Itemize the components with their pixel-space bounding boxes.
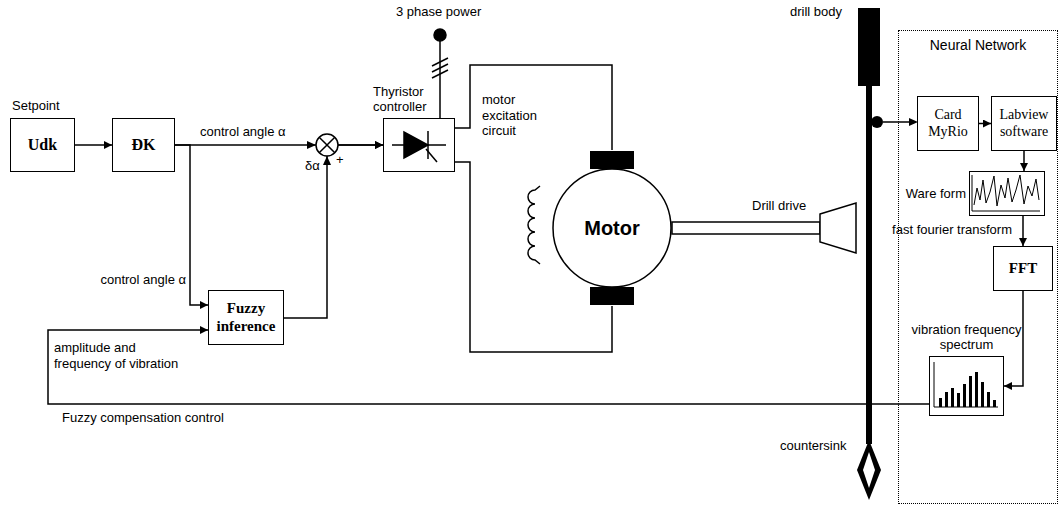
process-label: fast fourier transform xyxy=(866,222,1012,238)
signal-label: δα xyxy=(305,158,320,174)
motor-brush xyxy=(590,151,634,169)
node-text: vibration frequency spectrum xyxy=(902,323,1032,353)
part-label: countersink xyxy=(780,438,846,454)
signal-connector xyxy=(48,330,929,404)
signal-connector xyxy=(455,65,612,150)
power-input xyxy=(432,29,448,118)
junction-arrowhead xyxy=(307,141,316,149)
signal-label: control angle α xyxy=(86,272,186,288)
countersink-inner xyxy=(863,452,875,488)
spectrum-bars xyxy=(939,372,996,407)
thyristor-gate xyxy=(426,149,437,162)
spectrum-plot xyxy=(934,362,998,407)
thyristor-box: Thyristor controller xyxy=(383,118,455,172)
motor-armature xyxy=(553,169,671,287)
node-text: Labview software xyxy=(996,107,1052,139)
junction-cross xyxy=(319,137,335,153)
controller-box: ĐK xyxy=(112,118,175,172)
signal-label: amplitude and frequency of vibration xyxy=(54,340,194,371)
node-text: Fuzzy inference xyxy=(213,300,279,335)
node-text: Udk xyxy=(28,136,57,154)
power-line xyxy=(439,41,441,118)
signal-label: control angle α xyxy=(200,124,286,140)
node-text: FFT xyxy=(1009,260,1037,277)
part-label: drill body xyxy=(790,4,842,20)
bevel-gear xyxy=(820,203,856,253)
signal-connector xyxy=(284,145,383,318)
node-text: Thyristor controller xyxy=(373,85,439,115)
signal-connector xyxy=(979,123,991,125)
software-box: Labview software xyxy=(991,96,1057,151)
drive-shaft xyxy=(672,222,820,234)
part-label: Drill drive xyxy=(752,198,806,214)
neural-network-region: Neural NetworkCard MyRio Labview software… xyxy=(898,30,1058,504)
node-text: Ware form xyxy=(906,186,966,201)
vibration-sensor xyxy=(871,116,883,128)
sign-label: + xyxy=(336,152,344,168)
fuzzy-box: Fuzzy inference xyxy=(208,290,284,345)
motor-brush xyxy=(590,287,634,305)
countersink-tip xyxy=(857,440,881,500)
fft-box: FFT xyxy=(993,246,1053,291)
signal-label: Fuzzy compensation control xyxy=(62,410,224,426)
spectrum-box: vibration frequency spectrum xyxy=(929,356,1004,416)
drill-shaft xyxy=(866,86,872,444)
thyristor-triangle xyxy=(404,132,428,158)
power-label: 3 phase power xyxy=(396,4,481,20)
node-text: ĐK xyxy=(132,136,156,154)
setpoint-box: Udk xyxy=(10,118,75,172)
drill-body xyxy=(858,8,880,86)
node-text: Motor xyxy=(584,217,640,240)
sensor-wire xyxy=(883,121,910,123)
thyristor-lead xyxy=(428,144,446,146)
signal-connector xyxy=(75,144,112,146)
excitation-coil xyxy=(528,186,540,264)
node-text: Card MyRio xyxy=(922,107,974,139)
thyristor-lead xyxy=(392,144,404,146)
signal-connector xyxy=(1022,216,1024,246)
plot-axis xyxy=(972,175,1040,211)
three-phase-mark xyxy=(432,58,448,78)
motor-circle: Motor xyxy=(552,150,672,306)
junction-circle xyxy=(316,134,338,156)
drill xyxy=(857,8,918,500)
waveform-plot xyxy=(972,175,1040,211)
plot-axis xyxy=(934,362,998,407)
setpoint-label: Setpoint xyxy=(12,98,60,114)
waveform-trace xyxy=(974,175,1039,206)
signal-connector xyxy=(1023,151,1025,171)
node-text: Neural Network xyxy=(899,37,1057,53)
waveform-box: Ware form xyxy=(969,171,1045,216)
card-box: Card MyRio xyxy=(917,96,979,151)
part-label: motor excitation circuit xyxy=(482,92,554,139)
signal-connector xyxy=(1004,291,1023,386)
thyristor-symbol xyxy=(392,131,446,162)
power-terminal xyxy=(434,29,446,41)
junction-arrowhead xyxy=(323,156,331,165)
